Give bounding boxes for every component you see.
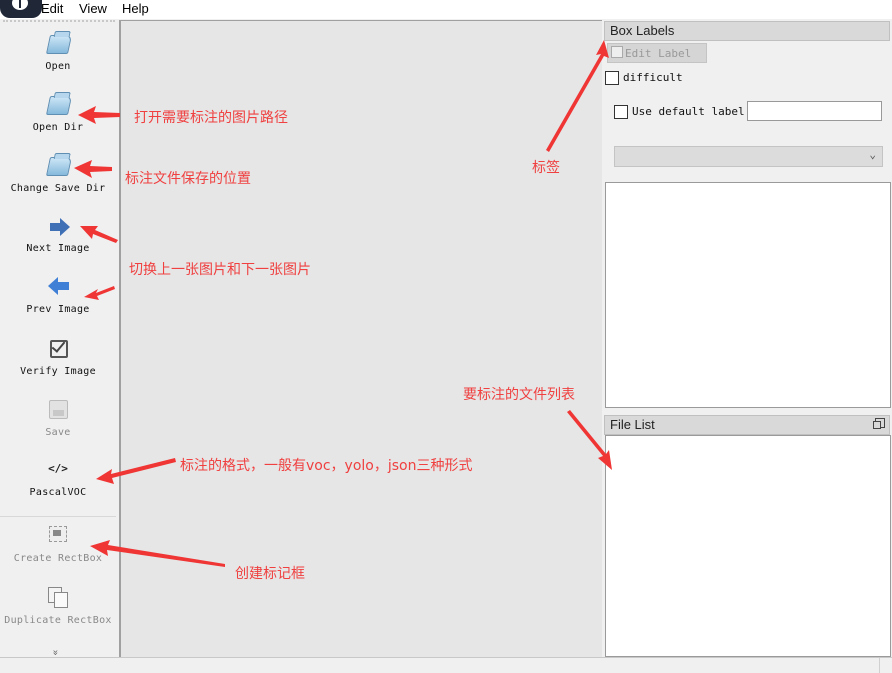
rectbox-icon xyxy=(46,523,70,547)
menu-view[interactable]: View xyxy=(79,1,107,16)
prev-image-button[interactable]: Prev Image xyxy=(0,274,116,315)
chevron-down-icon: ⌄ xyxy=(869,148,876,161)
box-labels-title: Box Labels xyxy=(604,21,890,41)
folder-open-icon xyxy=(45,153,73,177)
open-button[interactable]: Open xyxy=(0,31,116,72)
default-label-input[interactable] xyxy=(747,101,882,121)
toolbar-grip[interactable] xyxy=(3,20,115,24)
annotation-file-list: 要标注的文件列表 xyxy=(463,387,575,403)
annotation-labels: 标签 xyxy=(532,160,560,176)
edit-label-button[interactable]: Edit Label xyxy=(607,43,707,63)
save-icon xyxy=(46,397,70,421)
folder-open-icon xyxy=(45,31,73,55)
difficult-label: difficult xyxy=(623,71,683,84)
toolbar-separator xyxy=(0,516,116,517)
file-list[interactable] xyxy=(605,435,891,657)
size-grip[interactable] xyxy=(879,658,880,673)
arrow-right-icon xyxy=(46,213,70,237)
toolbar-overflow-chevron-icon[interactable]: » xyxy=(49,649,61,656)
annotation-format: 标注的格式，一般有voc，yolo，json三种形式 xyxy=(180,458,473,474)
open-dir-button[interactable]: Open Dir xyxy=(0,92,116,133)
annotation-create-rectbox: 创建标记框 xyxy=(235,566,305,582)
annotation-change-save-dir: 标注文件保存的位置 xyxy=(125,171,251,187)
pascalvoc-format-button[interactable]: </> PascalVOC xyxy=(0,457,116,498)
annotation-next-prev: 切换上一张图片和下一张图片 xyxy=(129,262,311,278)
create-rectbox-button[interactable]: Create RectBox xyxy=(0,523,116,564)
float-dock-icon[interactable] xyxy=(873,418,885,429)
use-default-label-text: Use default label xyxy=(632,105,745,118)
arrow-left-icon xyxy=(46,274,70,298)
edit-pencil-icon xyxy=(611,46,623,58)
label-combo-box[interactable]: ⌄ xyxy=(614,146,883,167)
app-logo-icon xyxy=(0,0,42,18)
label-list[interactable] xyxy=(605,182,891,408)
duplicate-rectbox-button[interactable]: Duplicate RectBox xyxy=(0,585,116,626)
menu-help[interactable]: Help xyxy=(122,1,149,16)
file-list-title: File List xyxy=(604,415,890,435)
change-save-dir-button[interactable]: Change Save Dir xyxy=(0,153,116,194)
checkbox-icon xyxy=(46,336,70,360)
next-image-button[interactable]: Next Image xyxy=(0,213,116,254)
status-bar xyxy=(0,657,892,673)
use-default-label-checkbox[interactable] xyxy=(614,105,628,119)
save-button[interactable]: Save xyxy=(0,397,116,438)
verify-image-button[interactable]: Verify Image xyxy=(0,336,116,377)
folder-open-icon xyxy=(45,92,73,116)
menu-edit[interactable]: Edit xyxy=(41,1,64,16)
difficult-checkbox[interactable] xyxy=(605,71,619,85)
menu-bar: Edit View Help xyxy=(0,0,892,19)
left-toolbar: Open Open Dir Change Save Dir Next Image… xyxy=(0,20,118,657)
annotation-open-dir: 打开需要标注的图片路径 xyxy=(134,110,288,126)
duplicate-icon xyxy=(46,585,70,609)
code-icon: </> xyxy=(48,462,68,475)
